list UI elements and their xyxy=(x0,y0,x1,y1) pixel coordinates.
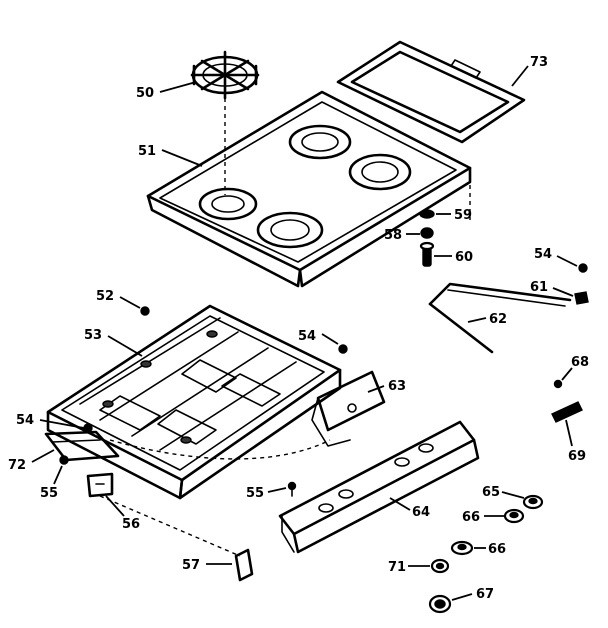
screw-part-54-center xyxy=(338,344,348,354)
callout-66-lower: 66 xyxy=(488,542,506,557)
screw-part-52 xyxy=(140,306,150,316)
callout-61: 61 xyxy=(530,280,548,295)
callout-72: 72 xyxy=(8,458,26,473)
screw-part-54-right xyxy=(578,263,588,273)
screw-part-54-left xyxy=(83,423,93,433)
nut-part-58 xyxy=(420,227,434,239)
callout-66-upper: 66 xyxy=(462,510,480,525)
frame-part-73 xyxy=(336,40,526,144)
callout-55-left: 55 xyxy=(40,486,58,501)
callout-51: 51 xyxy=(138,144,156,159)
callout-71: 71 xyxy=(388,560,406,575)
grate-part-50 xyxy=(190,50,260,100)
callout-labels: 50 51 73 59 58 60 54 61 62 52 53 54 63 5… xyxy=(8,55,589,602)
leader-lines xyxy=(31,65,578,601)
callout-64: 64 xyxy=(412,505,430,520)
callout-58: 58 xyxy=(384,228,402,243)
valve-part-56 xyxy=(86,472,114,498)
alignment-line xyxy=(99,495,241,557)
cap-part-65 xyxy=(522,494,544,510)
knob-part-67 xyxy=(428,594,452,614)
callout-54-center: 54 xyxy=(298,329,316,344)
burner-box-part-53 xyxy=(46,304,342,500)
bolt-part-60 xyxy=(419,241,435,267)
clip-part-61 xyxy=(574,291,589,305)
callout-54-right: 54 xyxy=(534,247,552,262)
manifold-part-72 xyxy=(44,430,120,462)
alignment-line xyxy=(109,439,331,460)
screw-part-68 xyxy=(553,379,563,389)
callout-73: 73 xyxy=(530,55,548,70)
washer-part-59 xyxy=(419,209,435,219)
knob-part-71 xyxy=(430,558,450,574)
rod-part-62 xyxy=(428,282,572,354)
callout-63: 63 xyxy=(388,379,406,394)
callout-65: 65 xyxy=(482,485,500,500)
strip-part-69 xyxy=(551,401,583,423)
screw-part-55-left xyxy=(59,455,69,465)
callout-60: 60 xyxy=(455,250,473,265)
cap-part-66-upper xyxy=(503,508,525,524)
callout-53: 53 xyxy=(84,328,102,343)
callout-69: 69 xyxy=(568,449,586,464)
cap-part-66-lower xyxy=(450,540,474,556)
panel-part-64 xyxy=(278,420,480,554)
callout-50: 50 xyxy=(136,86,154,101)
callout-52: 52 xyxy=(96,289,114,304)
callout-55-center: 55 xyxy=(246,486,264,501)
bracket-part-63 xyxy=(311,370,386,447)
callout-54-left: 54 xyxy=(16,413,34,428)
screw-part-55-center xyxy=(287,481,297,497)
part-57 xyxy=(234,548,254,582)
callout-57: 57 xyxy=(182,558,200,573)
callout-62: 62 xyxy=(489,312,507,327)
callout-68: 68 xyxy=(571,355,589,370)
callout-59: 59 xyxy=(454,208,472,223)
cooktop-part-51 xyxy=(146,90,472,288)
callout-56: 56 xyxy=(122,517,140,532)
callout-67: 67 xyxy=(476,587,494,602)
